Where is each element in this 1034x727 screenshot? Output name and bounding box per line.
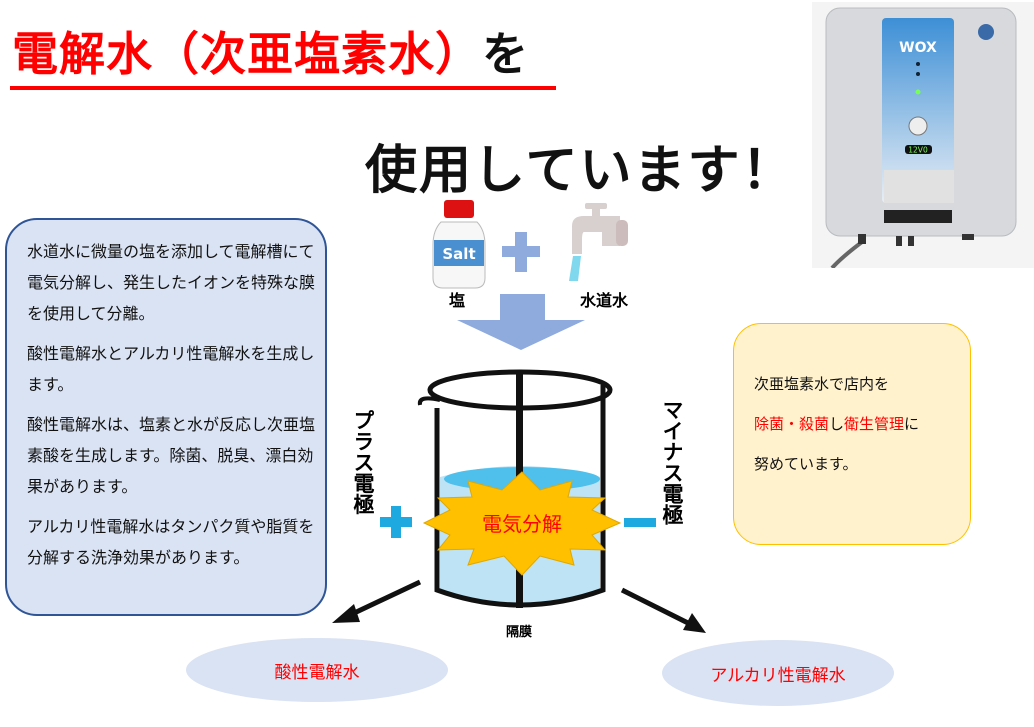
explanation-paragraph: 水道水に微量の塩を添加して電解槽にて電気分解し、発生したイオンを特殊な膜を使用し… [27, 242, 316, 323]
tap-water-label: 水道水 [580, 291, 629, 310]
salt-bottle-icon: Salt [432, 200, 486, 289]
explanation-paragraph: 酸性電解水は、塩素と水が反応し次亜塩素酸を生成します。除菌、脱臭、漂白効果があり… [27, 415, 316, 496]
explanation-paragraph: 酸性電解水とアルカリ性電解水を生成します。 [27, 344, 315, 394]
note-highlight: 除菌・殺菌 [754, 415, 830, 433]
arrow-to-acidic-icon [332, 579, 422, 623]
electrolysis-label: 電気分解 [482, 512, 562, 536]
title-main: 電解水（次亜塩素水） [12, 27, 482, 81]
plus-sign-icon [502, 232, 540, 272]
electrolysis-burst: 電気分解 [422, 471, 622, 576]
salt-label: 塩 [449, 291, 465, 310]
note-line: 努めています。 [754, 455, 858, 473]
note-text: に [904, 415, 920, 433]
plus-electrode-icon [380, 506, 412, 538]
electrolyzer-machine-image: WOX 12V0 [812, 2, 1034, 268]
note-text: し [829, 415, 845, 433]
title-underline [10, 86, 556, 90]
membrane-label: 隔膜 [506, 624, 532, 640]
down-arrow-icon [457, 294, 585, 350]
acidic-water-label: 酸性電解水 [274, 662, 360, 683]
plus-electrode-label: プラス電極 [351, 410, 375, 515]
water-tap-icon [569, 203, 628, 281]
page-title: 電解水（次亜塩素水）を [12, 18, 529, 84]
title-particle: を [482, 27, 529, 81]
note-highlight: 衛生管理 [844, 415, 905, 433]
acidic-water-ellipse: 酸性電解水 [186, 638, 448, 702]
page-subtitle: 使用しています！ [365, 141, 796, 201]
note-box: 次亜塩素水で店内を 除菌・殺菌し衛生管理に 努めています。 [733, 323, 971, 545]
explanation-paragraph: アルカリ性電解水はタンパク質や脂質を分解する洗浄効果があります。 [27, 517, 315, 567]
note-line: 除菌・殺菌し衛生管理に [754, 404, 962, 444]
alkaline-water-ellipse: アルカリ性電解水 [662, 640, 894, 706]
minus-electrode-icon [624, 518, 656, 527]
salt-bottle-label: Salt [442, 245, 475, 263]
machine-brand: WOX [899, 40, 937, 56]
alkaline-water-label: アルカリ性電解水 [710, 665, 846, 686]
machine-display: 12V0 [908, 146, 928, 155]
minus-electrode-label: マイナス電極 [660, 399, 684, 525]
arrow-to-alkaline-icon [620, 587, 706, 633]
note-line: 次亜塩素水で店内を [754, 375, 890, 393]
explanation-box: 水道水に微量の塩を添加して電解槽にて電気分解し、発生したイオンを特殊な膜を使用し… [5, 218, 327, 616]
